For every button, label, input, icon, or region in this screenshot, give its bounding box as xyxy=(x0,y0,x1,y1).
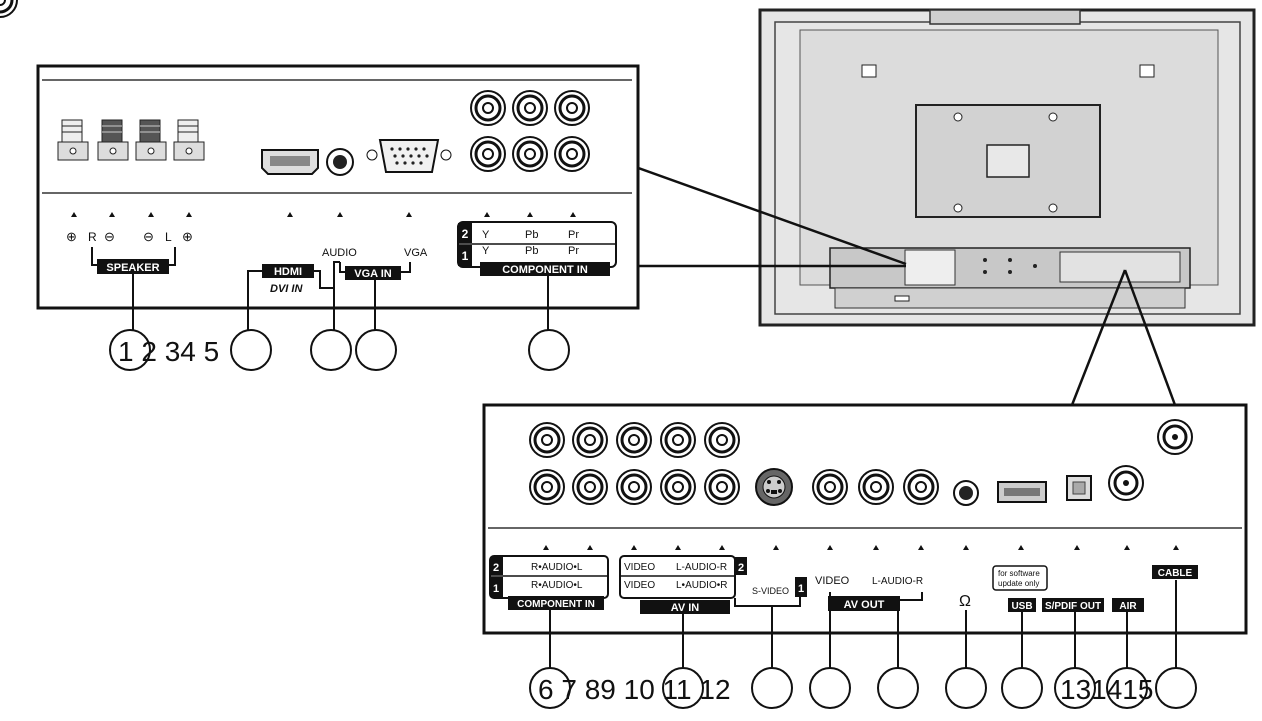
bottom-panel: 2 1 R•AUDIO•L R•AUDIO•L COMPONENT IN VID… xyxy=(482,403,1248,668)
svg-text:Pb: Pb xyxy=(525,229,538,241)
svg-text:VIDEO: VIDEO xyxy=(624,580,655,591)
svg-text:2: 2 xyxy=(738,562,744,574)
svg-text:COMPONENT IN: COMPONENT IN xyxy=(517,599,595,610)
air-tag xyxy=(1112,598,1144,612)
top-panel: ⊕ R ⊖ ⊖ L ⊕ SPEAKER HDMI DVI IN AUDIO VG… xyxy=(0,0,640,330)
av-out-tag xyxy=(828,596,900,611)
speaker-symbol: R xyxy=(88,230,97,244)
callout-numbers-bottom-left: 6 7 89 10 11 12 xyxy=(538,674,731,705)
svg-text:R•AUDIO•L: R•AUDIO•L xyxy=(531,580,583,591)
svg-text:AIR: AIR xyxy=(1119,601,1137,612)
svg-text:1: 1 xyxy=(493,583,499,595)
svg-text:Y: Y xyxy=(482,245,490,257)
hdmi-tag xyxy=(262,264,314,278)
usb-tag xyxy=(1008,598,1036,612)
av-in-table: VIDEO L-AUDIO-R 2 VIDEO L•AUDIO•R S-VIDE… xyxy=(619,555,807,614)
bottom-number-circles xyxy=(529,667,1197,709)
callout-numbers-bottom-right: 131415 xyxy=(1060,674,1153,705)
svg-text:S-VIDEO: S-VIDEO xyxy=(752,586,789,596)
speaker-symbol: ⊕ xyxy=(182,229,193,244)
svg-text:AV OUT: AV OUT xyxy=(844,599,885,611)
svg-text:R•AUDIO•L: R•AUDIO•L xyxy=(531,562,583,573)
svg-text:Y: Y xyxy=(482,229,490,241)
component-rca-jacks xyxy=(0,0,591,173)
cable-tag xyxy=(1152,565,1198,579)
top-number-circles xyxy=(109,329,570,371)
speaker-symbol: L xyxy=(165,230,172,244)
speaker-symbol: ⊕ xyxy=(66,229,77,244)
pointer-markers xyxy=(543,545,1179,550)
audio-jack xyxy=(326,148,354,176)
vga-port xyxy=(366,139,452,173)
coax-cable xyxy=(1157,419,1193,455)
hdmi-tag-label: HDMI xyxy=(274,266,302,278)
vga-in-tag xyxy=(345,266,401,280)
dvi-label: DVI IN xyxy=(270,283,303,295)
svg-text:2: 2 xyxy=(493,562,499,574)
svg-text:Pb: Pb xyxy=(525,245,538,257)
svg-text:L•AUDIO•R: L•AUDIO•R xyxy=(676,580,727,591)
spdif-port xyxy=(1066,475,1092,501)
pointer-markers xyxy=(71,212,576,217)
speaker-terminals xyxy=(57,119,205,161)
speaker-symbol: ⊖ xyxy=(143,229,154,244)
hdmi-port xyxy=(261,149,319,175)
callout-numbers-top: 1 2 34 5 xyxy=(118,336,219,367)
spdif-tag xyxy=(1042,598,1104,612)
vga-in-tag-label: VGA IN xyxy=(354,268,392,280)
bottom-component-table: 2 1 R•AUDIO•L R•AUDIO•L COMPONENT IN xyxy=(489,555,609,610)
coax-air xyxy=(1108,465,1144,501)
svg-text:CABLE: CABLE xyxy=(1158,568,1193,579)
speaker-symbol: ⊖ xyxy=(104,229,115,244)
headphone-jack xyxy=(953,480,979,506)
speaker-tag xyxy=(97,259,169,274)
usb-note: for software xyxy=(998,569,1040,578)
usb-port xyxy=(997,481,1047,503)
svg-text:1: 1 xyxy=(462,249,469,263)
tv-rear-view xyxy=(758,8,1256,327)
callout-line xyxy=(1123,269,1177,406)
svg-text:S/PDIF OUT: S/PDIF OUT xyxy=(1045,601,1101,612)
component-tag-label: COMPONENT IN xyxy=(502,264,588,276)
av-out-audio-label: L-AUDIO-R xyxy=(872,576,923,587)
audio-label: AUDIO xyxy=(322,247,357,259)
speaker-tag-label: SPEAKER xyxy=(106,262,159,274)
vga-label: VGA xyxy=(404,247,428,259)
av-out-video-label: VIDEO xyxy=(815,575,850,587)
component-table: 2 1 Y Pb Pr Y Pb Pr COMPONENT IN xyxy=(457,221,617,276)
headphone-icon: Ω xyxy=(959,593,971,610)
callout-line xyxy=(629,163,907,266)
svideo-port xyxy=(755,468,793,506)
svg-text:2: 2 xyxy=(462,227,469,241)
svg-text:Pr: Pr xyxy=(568,229,579,241)
usb-note: update only xyxy=(998,579,1039,588)
svg-text:Pr: Pr xyxy=(568,245,579,257)
svg-text:AV IN: AV IN xyxy=(671,602,700,614)
svg-text:1: 1 xyxy=(798,583,804,595)
callout-line xyxy=(1070,269,1127,406)
svg-text:VIDEO: VIDEO xyxy=(624,562,655,573)
svg-text:L-AUDIO-R: L-AUDIO-R xyxy=(676,562,727,573)
svg-text:USB: USB xyxy=(1011,601,1032,612)
